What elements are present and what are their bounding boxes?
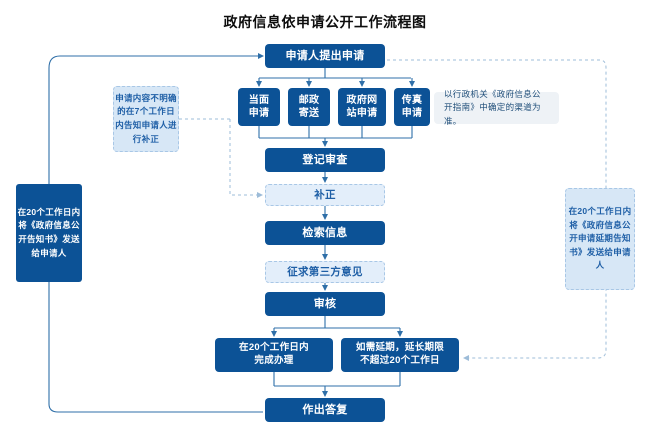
node-submit-application[interactable]: 申请人提出申请 <box>265 44 385 68</box>
node-method-website[interactable]: 政府网 站申请 <box>338 88 386 126</box>
note-side-left-notice: 在20个工作日内将《政府信息公开告知书》发送给申请人 <box>16 184 82 282</box>
node-supplement-correction[interactable]: 补正 <box>265 184 385 206</box>
node-registration-review[interactable]: 登记审查 <box>265 148 385 172</box>
note-guide-channel: 以行政机关《政府信息公开指南》中确定的渠道为准。 <box>434 89 559 126</box>
node-method-in-person[interactable]: 当面 申请 <box>238 88 280 126</box>
node-method-fax[interactable]: 传真 申请 <box>394 88 430 126</box>
node-finish-within-20-days[interactable]: 在20个工作日内 完成办理 <box>215 338 333 372</box>
node-method-postal[interactable]: 邮政 寄送 <box>288 88 330 126</box>
node-extension-20-days[interactable]: 如需延期，延长期限 不超过20个工作日 <box>341 338 459 372</box>
note-side-right-extension-notice: 在20个工作日内将《政府信息公开申请延期告知书》发送给申请人 <box>565 188 635 290</box>
node-third-party-opinion[interactable]: 征求第三方意见 <box>265 261 385 283</box>
node-make-reply[interactable]: 作出答复 <box>265 398 385 422</box>
page-title: 政府信息依申请公开工作流程图 <box>223 14 427 30</box>
node-audit[interactable]: 审核 <box>265 292 385 316</box>
node-search-information[interactable]: 检索信息 <box>265 221 385 245</box>
note-unclear-content: 申请内容不明确的在7个工作日内告知申请人进行补正 <box>113 86 179 152</box>
